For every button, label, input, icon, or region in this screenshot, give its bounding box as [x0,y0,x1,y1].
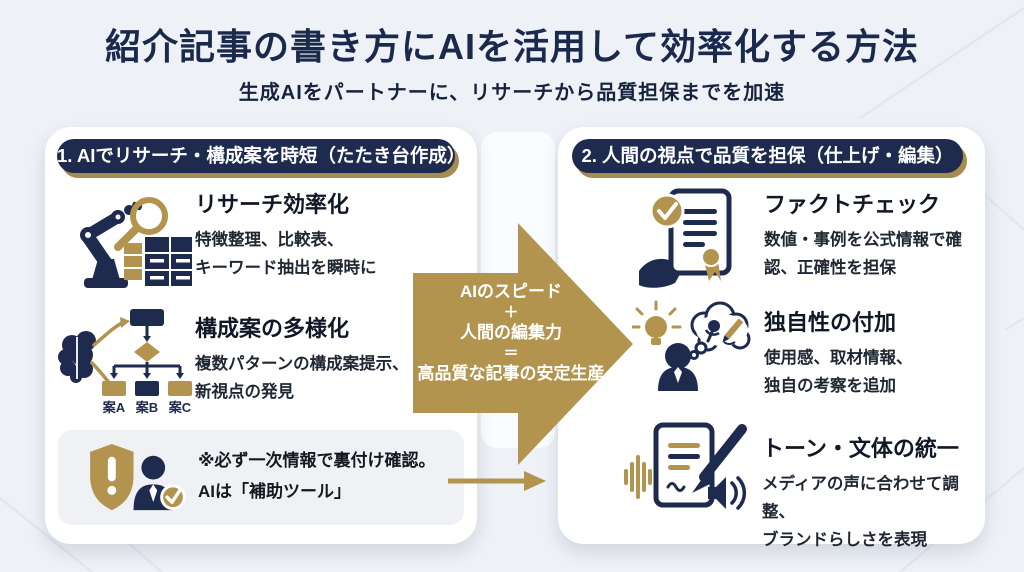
document-pen-speaker-waveform-icon [624,422,747,510]
caution-line1: ※必ず一次情報で裏付け確認。 [198,451,436,470]
right-panel-header: 2. 人間の視点で品質を担保（仕上げ・編集） [572,139,963,173]
left-panel-ai-research: 1. AIでリサーチ・構成案を時短（たたき台作成） [45,127,477,544]
factcheck-desc-line2: 認、正確性を担保 [764,259,896,277]
right-item-uniqueness: 独自性の付加 使用感、取材情報、 独自の考察を追加 [630,299,978,400]
right-item-tone: トーン・文体の統一 メディアの声に合わせて調整、 ブランドらしさを表現 [622,419,978,554]
flow-label-a: 案A [102,400,126,415]
left-item-outline: 案A 案B 案C 構成案の多様化 複数パターンの構成案提示、 新視点の発見 [53,303,463,415]
right-item-factcheck: ファクトチェック 数値・事例を公式情報で確 認、正確性を担保 [630,187,978,289]
research-desc-line2: キーワード抽出を瞬時に [195,259,377,277]
arrow-line-result: 高品質な記事の安定生産 [417,364,605,383]
flow-label-c: 案C [168,400,192,415]
uniqueness-desc-line2: 独自の考察を追加 [764,377,896,395]
page-subtitle: 生成AIをパートナーに、リサーチから品質担保までを加速 [238,82,786,104]
outline-desc-line2: 新視点の発見 [195,383,294,401]
brain-flowchart-icon: 案A 案B 案C [58,309,192,415]
arrow-plus-sign: ＋ [503,304,519,321]
robot-arm-magnifier-table-icon [80,197,192,288]
uniqueness-desc-line1: 使用感、取材情報、 [764,349,913,367]
factcheck-item-title: ファクトチェック [764,192,941,217]
person-lightbulb-thought-mic-pencil-icon [631,300,750,391]
uniqueness-item-title: 独自性の付加 [764,310,897,335]
left-panel-header: 1. AIでリサーチ・構成案を時短（たたき台作成） [57,139,465,173]
outline-item-title: 構成案の多様化 [195,316,350,341]
tone-desc-line1: メディアの声に合わせて調整、 [762,475,959,521]
shield-alert-person-check-icon [90,443,186,511]
outline-desc-line1: 複数パターンの構成案提示、 [195,355,409,373]
caution-note: ※必ず一次情報で裏付け確認。 AIは「補助ツール」 [58,430,464,525]
left-item-research: リサーチ効率化 特徴整理、比較表、 キーワード抽出を瞬時に [59,187,463,291]
big-gold-arrow [413,223,633,465]
research-desc-line1: 特徴整理、比較表、 [195,231,344,249]
flow-label-b: 案B [135,400,158,415]
right-panel-human-quality: 2. 人間の視点で品質を担保（仕上げ・編集） ファクトチェック [558,127,985,549]
tone-desc-line2: ブランドらしさを表現 [762,531,927,549]
tone-item-title: トーン・文体の統一 [762,436,959,461]
factcheck-desc-line1: 数値・事例を公式情報で確 [764,231,962,249]
page-title: 紹介記事の書き方にAIを活用して効率化する方法 [105,26,919,67]
research-item-title: リサーチ効率化 [195,192,350,217]
arrow-line-human-editing: 人間の編集力 [460,323,562,342]
arrow-equals-sign: ＝ [503,345,519,362]
hand-document-check-ribbon-icon [638,188,731,288]
arrow-formula: AIのスピード ＋ 人間の編集力 ＝ 高品質な記事の安定生産 [405,281,617,385]
arrow-line-ai-speed: AIのスピード [460,282,562,301]
small-gold-arrow [448,471,546,491]
caution-line2: AIは「補助ツール」 [198,482,351,501]
